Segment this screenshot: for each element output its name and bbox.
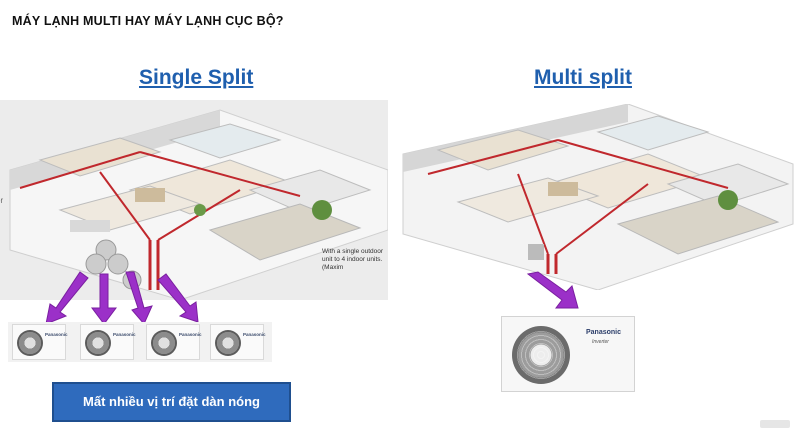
arrow-down-icon — [157, 273, 199, 323]
unit-brand: Panasonic — [113, 332, 136, 337]
outdoor-units-row: Panasonic Panasonic Panasonic Panasonic — [8, 322, 272, 362]
unit-brand: Panasonic — [45, 332, 68, 337]
outdoor-unit-icon: Panasonic — [210, 324, 266, 360]
floorplan-image — [398, 104, 798, 290]
arrow-down-icon — [91, 273, 117, 325]
footer-mark — [760, 420, 790, 428]
multi-unit-subbrand: Inverter — [592, 339, 609, 345]
single-split-heading[interactable]: Single Split — [139, 66, 254, 89]
unit-brand: Panasonic — [179, 332, 202, 337]
outdoor-unit-icon: Panasonic — [80, 324, 136, 360]
multi-split-floorplan — [398, 104, 798, 290]
multi-outdoor-unit-icon: Panasonic Inverter — [501, 316, 635, 392]
single-split-floorplan: With a single outdoor unit to 4 indoor u… — [0, 100, 388, 300]
floorplan-image — [0, 100, 388, 300]
arrow-down-icon — [45, 271, 89, 325]
arrows-group-left — [45, 271, 199, 325]
many-locations-button[interactable]: Mất nhiều vị trí đặt dàn nóng — [52, 382, 291, 422]
outdoor-unit-icon: Panasonic — [12, 324, 68, 360]
side-text: or — [0, 196, 4, 205]
page-title: MÁY LẠNH MULTI HAY MÁY LẠNH CỤC BỘ? — [12, 14, 284, 28]
arrow-down-icon — [526, 271, 579, 309]
single-split-caption: With a single outdoor unit to 4 indoor u… — [322, 248, 384, 271]
multi-split-heading[interactable]: Multi split — [534, 66, 632, 89]
arrow-down-icon — [125, 271, 153, 325]
outdoor-unit-icon: Panasonic — [146, 324, 202, 360]
multi-unit-brand: Panasonic — [586, 329, 622, 336]
unit-brand: Panasonic — [243, 332, 266, 337]
